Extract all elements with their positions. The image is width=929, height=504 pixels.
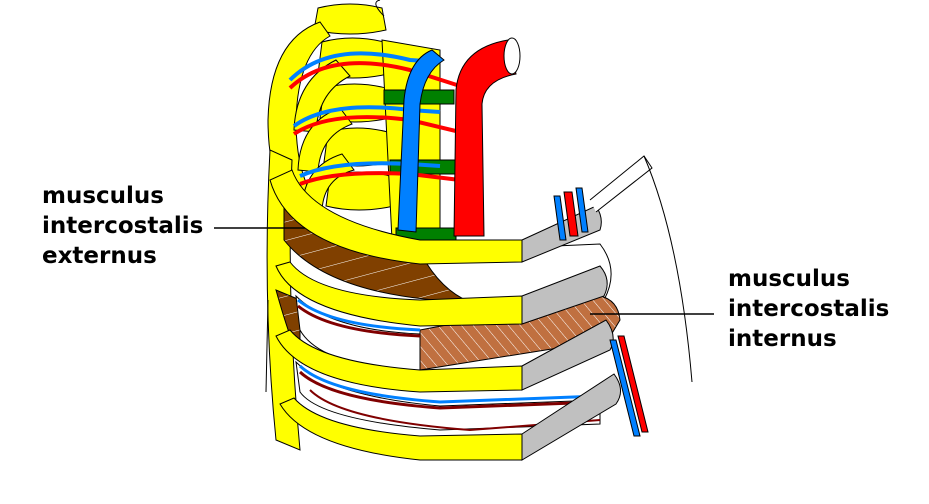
label-internus-line-1: musculus <box>728 266 850 292</box>
label-externus-line-2: intercostalis <box>42 213 204 239</box>
label-externus-line-1: musculus <box>42 183 164 209</box>
label-musculus-intercostalis-internus: musculus intercostalis internus <box>728 264 889 354</box>
sternum-outline <box>589 155 653 213</box>
ribs-front <box>269 169 523 461</box>
label-externus-line-3: externus <box>42 243 157 269</box>
lower-intercostal-vessels <box>297 298 601 432</box>
label-internus-line-2: intercostalis <box>728 296 890 322</box>
thorax-wall-outline <box>643 155 693 383</box>
internal-thoracic-vessels <box>553 187 649 437</box>
label-internus-line-3: internus <box>728 326 837 352</box>
aorta-opening <box>503 37 521 75</box>
label-musculus-intercostalis-externus: musculus intercostalis externus <box>42 181 203 271</box>
azygos-vein <box>397 49 445 233</box>
